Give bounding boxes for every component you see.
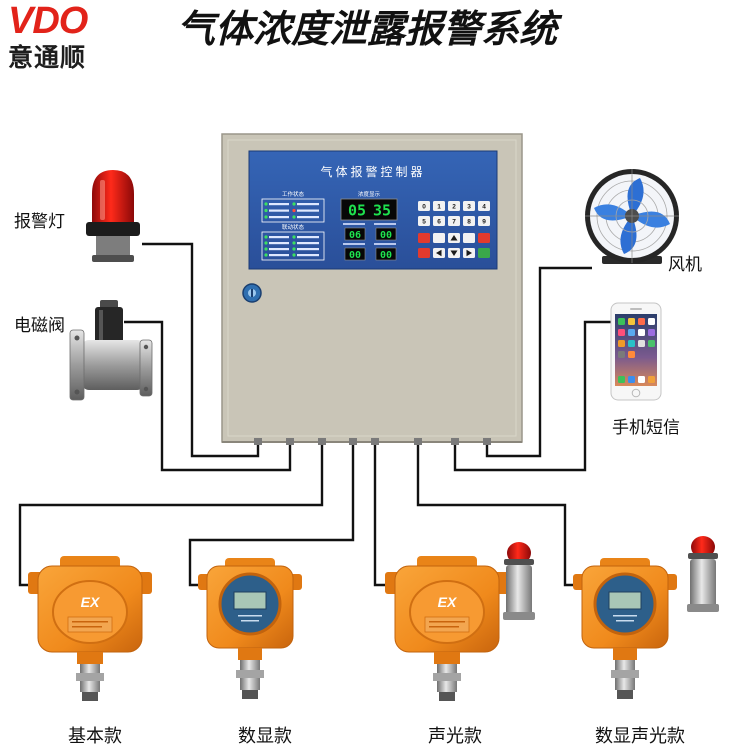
detector-basic-label: 基本款 (68, 726, 122, 746)
wire-solenoid-valve (124, 320, 292, 472)
gas-alarm-controller: 气体报警控制器 工作状态 联动状态 (221, 133, 523, 445)
plain-key (463, 233, 475, 243)
svg-text:4: 4 (482, 204, 486, 211)
red-key (418, 233, 430, 243)
nameplate (424, 616, 470, 633)
alarm-light-label: 报警灯 (14, 212, 65, 231)
svg-text:7: 7 (452, 219, 456, 226)
solenoid-valve-label: 电磁阀 (14, 316, 65, 335)
logo-brand: VDO (8, 0, 88, 42)
fan-label: 风机 (668, 255, 702, 274)
red-key (418, 248, 430, 258)
sub-reading-2: 00 (380, 230, 392, 241)
work-status-label: 工作状态 (282, 190, 305, 198)
svg-text:6: 6 (437, 219, 441, 226)
up-arrow-icon (448, 233, 460, 243)
panel-title: 气体报警控制器 (320, 164, 425, 179)
wire-alarm-light (142, 242, 260, 458)
keypad-key-1: 1 (433, 201, 445, 211)
detector-sound-light: EX (385, 542, 535, 701)
plain-key (433, 233, 445, 243)
nameplate (67, 616, 113, 633)
keypad-key-6: 6 (433, 216, 445, 226)
svg-text:2: 2 (452, 204, 456, 211)
keypad-key-9: 9 (478, 216, 490, 226)
page-title: 气体浓度泄露报警系统 (177, 9, 563, 51)
svg-text:8: 8 (467, 219, 471, 226)
wire-sms (453, 320, 611, 472)
solenoid-valve (69, 300, 153, 401)
sub-reading-3: 00 (349, 250, 361, 261)
keyhole-icon (242, 283, 262, 303)
alarm-light (86, 170, 140, 262)
right-arrow-icon (463, 248, 475, 258)
lcd-screen (608, 591, 642, 610)
mobile-phone (610, 302, 662, 401)
wire-detector-digital-sound-light (416, 442, 573, 587)
detector-digital-sound-light-label: 数显声光款 (595, 726, 685, 746)
company-logo: VDO 意通顺 (8, 0, 89, 72)
sms-label: 手机短信 (612, 418, 680, 437)
wire-detector-digital (188, 442, 355, 587)
controller-display-panel: 气体报警控制器 工作状态 联动状态 (248, 150, 498, 270)
detector-sound-light-label: 声光款 (428, 726, 482, 746)
sub-reading-4: 00 (380, 250, 392, 261)
wire-fan (485, 266, 592, 458)
keypad-key-8: 8 (463, 216, 475, 226)
strobe-beacon (503, 542, 535, 620)
svg-text:0: 0 (422, 204, 426, 211)
controller-terminals (254, 438, 491, 445)
main-reading-left: 05 (348, 202, 366, 220)
ex-mark: EX (81, 594, 101, 610)
keypad-key-0: 0 (418, 201, 430, 211)
sub-reading-1: 06 (349, 230, 361, 241)
linkage-status-indicators (261, 231, 325, 261)
svg-text:5: 5 (422, 219, 426, 226)
fan (585, 169, 679, 264)
logo-company-name: 意通顺 (8, 43, 86, 72)
svg-text:1: 1 (437, 204, 441, 211)
ex-mark: EX (438, 594, 458, 610)
keypad-key-3: 3 (463, 201, 475, 211)
down-arrow-icon (448, 248, 460, 258)
detector-digital-sound-light (573, 536, 719, 699)
keypad-key-5: 5 (418, 216, 430, 226)
concentration-label: 浓度显示 (358, 190, 381, 198)
wire-detector-basic (18, 442, 324, 587)
phone-app-icons (618, 318, 655, 383)
controller-keypad: 0 1 2 3 4 5 6 7 8 9 (418, 201, 490, 258)
red-key (478, 233, 490, 243)
concentration-readout: 05 35 06 00 00 00 (340, 198, 398, 261)
detector-basic: EX (28, 556, 152, 701)
keypad-key-4: 4 (478, 201, 490, 211)
green-key (478, 248, 490, 258)
fan-blades (594, 178, 670, 254)
linkage-status-label: 联动状态 (282, 223, 305, 231)
lcd-screen (233, 591, 267, 610)
main-reading-right: 35 (373, 202, 391, 220)
left-arrow-icon (433, 248, 445, 258)
detector-digital (198, 558, 302, 699)
strobe-beacon (687, 536, 719, 612)
svg-text:3: 3 (467, 204, 471, 211)
keypad-key-2: 2 (448, 201, 460, 211)
detector-digital-label: 数显款 (238, 726, 292, 746)
home-button-icon (631, 388, 641, 398)
wire-detector-sound-light (373, 442, 385, 587)
svg-text:9: 9 (482, 219, 486, 226)
work-status-indicators (261, 198, 325, 223)
wiring (18, 242, 611, 587)
keypad-key-7: 7 (448, 216, 460, 226)
